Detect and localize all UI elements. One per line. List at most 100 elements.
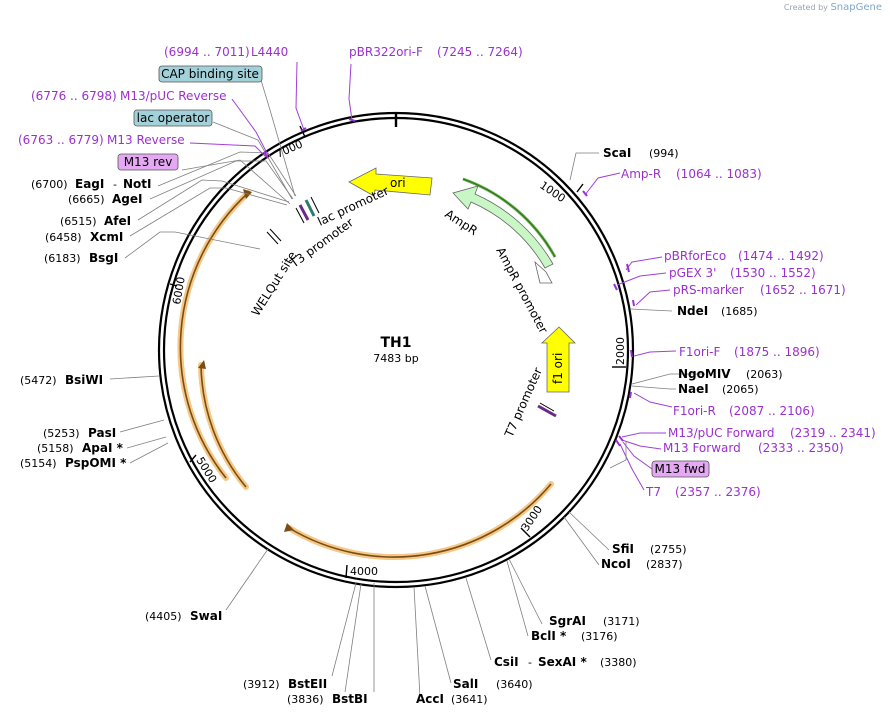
ampr-green-arc-core: [462, 178, 556, 258]
primer-m13-forward-range: (2333 .. 2350): [758, 441, 844, 455]
left-leaders: [109, 151, 375, 693]
enzyme-sfii-name: SfiI: [612, 542, 634, 556]
ori-feature: [348, 167, 433, 197]
enzyme-bsgi-pos: (6183): [44, 252, 81, 265]
tick-label-7000: 7000: [274, 137, 305, 160]
primer-pgex3-name: pGEX 3': [669, 266, 716, 280]
primer-prs-marker-range: (1652 .. 1671): [760, 283, 846, 297]
enzyme-ndei-name: NdeI: [677, 304, 708, 318]
primer-marks: [263, 118, 635, 447]
primer-m13puc-forward-range: (2319 .. 2341): [790, 426, 876, 440]
enzyme-ngomiv-pos: (2063): [746, 368, 783, 381]
primer-m13puc-forward-name: M13/pUC Forward: [668, 426, 775, 440]
enzyme-sexai-pos: (3380): [600, 656, 637, 669]
lac-operator-box: [133, 109, 213, 127]
enzyme-acci-name: AccI: [416, 692, 444, 706]
ampr-promoter-feature: [534, 260, 553, 284]
f1-ori-feature: [540, 326, 576, 393]
primer-f1ori-r-name: F1ori-R: [673, 404, 716, 418]
enzyme-pspomi-name: PspOMI *: [65, 456, 127, 470]
enzyme-eagi-pos: (6700): [31, 178, 68, 191]
primer-l4440-name: L4440: [251, 45, 288, 59]
enzyme-afei-pos: (6515): [60, 215, 97, 228]
primer-m13-reverse-range: (6763 .. 6779): [18, 133, 104, 147]
enzyme-acci-pos: (3641): [451, 693, 488, 706]
lac-operator-label: lac operator: [137, 111, 210, 125]
primer-f1ori-r-range: (2087 .. 2106): [729, 404, 815, 418]
primer-leaders: [189, 61, 677, 491]
enzyme-sali-name: SalI: [453, 677, 478, 691]
enzyme-bsteii-pos: (3912): [243, 678, 280, 691]
ori-label: ori: [390, 176, 406, 190]
enzyme-agei-pos: (6665): [68, 193, 105, 206]
enzyme-ndei-pos: (1685): [721, 305, 758, 318]
enzyme-scai-pos: (994): [649, 147, 679, 160]
enzyme-sfii-pos: (2755): [650, 543, 687, 556]
primer-t7-name: T7: [645, 485, 661, 499]
t7-promoter-label: T7 promoter: [502, 365, 546, 440]
enzyme-swai-name: SwaI: [190, 609, 222, 623]
plasmid-name: TH1: [380, 335, 411, 351]
orf-arc-inner: [200, 364, 247, 488]
enzyme-apai-pos: (5158): [37, 442, 74, 455]
enzyme-naei-name: NaeI: [678, 382, 709, 396]
enzyme-apai-name: ApaI *: [82, 441, 124, 455]
primer-pbrforeco-range: (1474 .. 1492): [738, 249, 824, 263]
orf-arc-left: [179, 192, 249, 479]
enzyme-pspomi-pos: (5154): [20, 457, 57, 470]
enzyme-ncoi-name: NcoI: [601, 557, 631, 571]
enzyme-bcli-pos: (3176): [581, 630, 618, 643]
m13-rev-box: [117, 153, 179, 171]
enzyme-noti-name: NotI: [123, 177, 152, 191]
primer-amp-r-name: Amp-R: [621, 167, 661, 181]
enzyme-pasi-name: PasI: [88, 426, 116, 440]
primer-pbrforeco-name: pBRforEco: [664, 249, 726, 263]
enzyme-ngomiv-name: NgoMIV: [678, 367, 731, 381]
enzyme-naei-pos: (2065): [722, 383, 759, 396]
enzyme-xcmi-pos: (6458): [45, 231, 82, 244]
enzyme-sexai-name: SexAI *: [538, 655, 587, 669]
enzyme-scai-name: ScaI: [603, 146, 631, 160]
enzyme-swai-pos: (4405): [145, 610, 182, 623]
enzyme-bstbi-name: BstBI: [332, 692, 368, 706]
enzyme-eagi-name: EagI: [75, 177, 104, 191]
primer-f1ori-f-range: (1875 .. 1896): [734, 345, 820, 359]
enzyme-eagi-sep: -: [113, 178, 117, 191]
m13-fwd-box: [651, 460, 710, 478]
enzyme-bsiwi-name: BsiWI: [65, 373, 103, 387]
enzyme-sali-pos: (3640): [496, 678, 533, 691]
orf-arc-bottom-arrowhead: [284, 523, 294, 532]
credit-prefix: Created by: [783, 3, 828, 12]
t7-promoter-feature: [537, 402, 557, 418]
primer-pbr322ori-f-name: pBR322ori-F: [349, 45, 423, 59]
enzyme-sgrai-name: SgrAI: [549, 614, 586, 628]
m13-rev-label: M13 rev: [124, 155, 173, 169]
primer-t7-range: (2357 .. 2376): [675, 485, 761, 499]
primer-amp-r-range: (1064 .. 1083): [676, 167, 762, 181]
m13-fwd-label: M13 fwd: [655, 462, 706, 476]
enzyme-pasi-pos: (5253): [43, 427, 80, 440]
enzyme-bstbi-pos: (3836): [287, 693, 324, 706]
lac-promoter-label: lac promoter: [315, 184, 391, 229]
cap-binding-site-label: CAP binding site: [161, 67, 259, 81]
snapgene-logo: SnapGene: [830, 2, 882, 13]
enzyme-bsgi-name: BsgI: [89, 251, 118, 265]
primer-f1ori-f-name: F1ori-F: [679, 345, 720, 359]
created-by-credit: Created by SnapGene: [784, 2, 882, 13]
enzyme-ncoi-pos: (2837): [646, 558, 683, 571]
primer-l4440-range: (6994 .. 7011): [164, 45, 250, 59]
enzyme-bsteii-name: BstEII: [288, 677, 327, 691]
welqut-site-label: WELQut site: [249, 249, 300, 319]
tick-label-4000: 4000: [350, 565, 378, 578]
cap-binding-site-box: [158, 65, 263, 83]
enzyme-agei-name: AgeI: [112, 192, 142, 206]
tick-label-2000: 2000: [614, 337, 627, 365]
ampr-feature: [452, 185, 554, 269]
primer-m13puc-reverse-range: (6776 .. 6798): [31, 89, 117, 103]
enzyme-csii-sep: -: [528, 656, 532, 669]
ampr-label: AmpR: [442, 207, 480, 238]
primer-m13-reverse-name: M13 Reverse: [107, 133, 185, 147]
orf-arc-inner-arrowhead: [198, 360, 206, 369]
enzyme-xcmi-name: XcmI: [90, 230, 123, 244]
orf-arc-bottom: [288, 483, 552, 558]
